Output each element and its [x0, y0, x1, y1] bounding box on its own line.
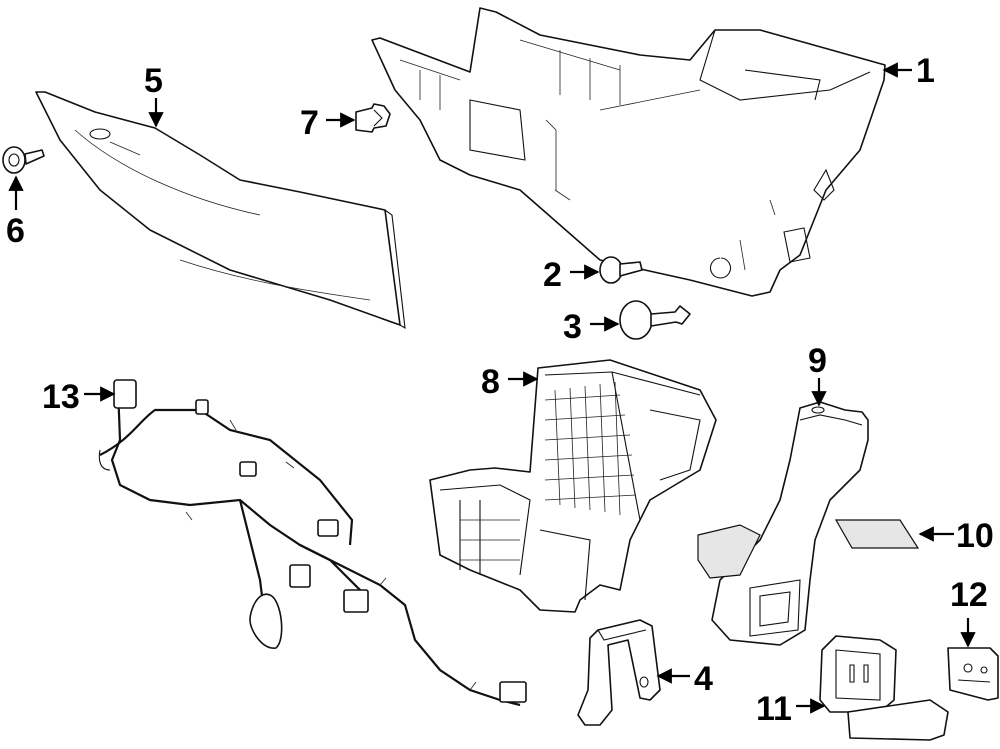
- part-6-push-pin: [2, 146, 45, 174]
- part-4-bracket: [577, 619, 661, 726]
- callout-label-13: 13: [42, 378, 80, 416]
- callout-9: 9: [808, 342, 827, 407]
- part-1-console-trim-panel: [371, 7, 886, 297]
- callout-13: 13: [42, 378, 116, 416]
- callout-label-3: 3: [563, 308, 582, 346]
- part-9-rear-trim: [697, 401, 869, 646]
- callout-10: 10: [918, 517, 994, 555]
- callout-1: 1: [882, 52, 935, 90]
- callout-11: 11: [756, 690, 826, 728]
- callout-label-2: 2: [543, 256, 562, 294]
- part-2-retainer: [599, 256, 643, 284]
- callout-5: 5: [144, 62, 164, 128]
- callout-label-9: 9: [808, 342, 827, 380]
- part-10-pad: [834, 519, 920, 549]
- part-3-retainer: [619, 300, 691, 340]
- part-7-clip: [355, 103, 391, 133]
- callout-12: 12: [950, 576, 988, 648]
- part-12-socket: [947, 647, 999, 701]
- callout-6: 6: [6, 175, 25, 250]
- callout-3: 3: [563, 308, 620, 346]
- callout-8: 8: [481, 363, 539, 401]
- part-5-side-panel: [35, 91, 406, 330]
- part-13-wiring-harness: [98, 379, 527, 707]
- callout-label-8: 8: [481, 363, 500, 401]
- callout-4: 4: [656, 660, 713, 698]
- callout-2: 2: [543, 256, 600, 294]
- callout-label-10: 10: [956, 517, 994, 555]
- part-8-console-bracket: [429, 359, 717, 613]
- callout-label-11: 11: [756, 690, 792, 728]
- part-11-power-outlet: [819, 635, 949, 741]
- callout-label-12: 12: [950, 576, 988, 614]
- callout-7: 7: [300, 104, 356, 142]
- callout-label-1: 1: [916, 52, 935, 90]
- callout-label-7: 7: [300, 104, 319, 142]
- callout-label-5: 5: [144, 62, 163, 100]
- callout-label-6: 6: [6, 212, 25, 250]
- callout-label-4: 4: [694, 660, 713, 698]
